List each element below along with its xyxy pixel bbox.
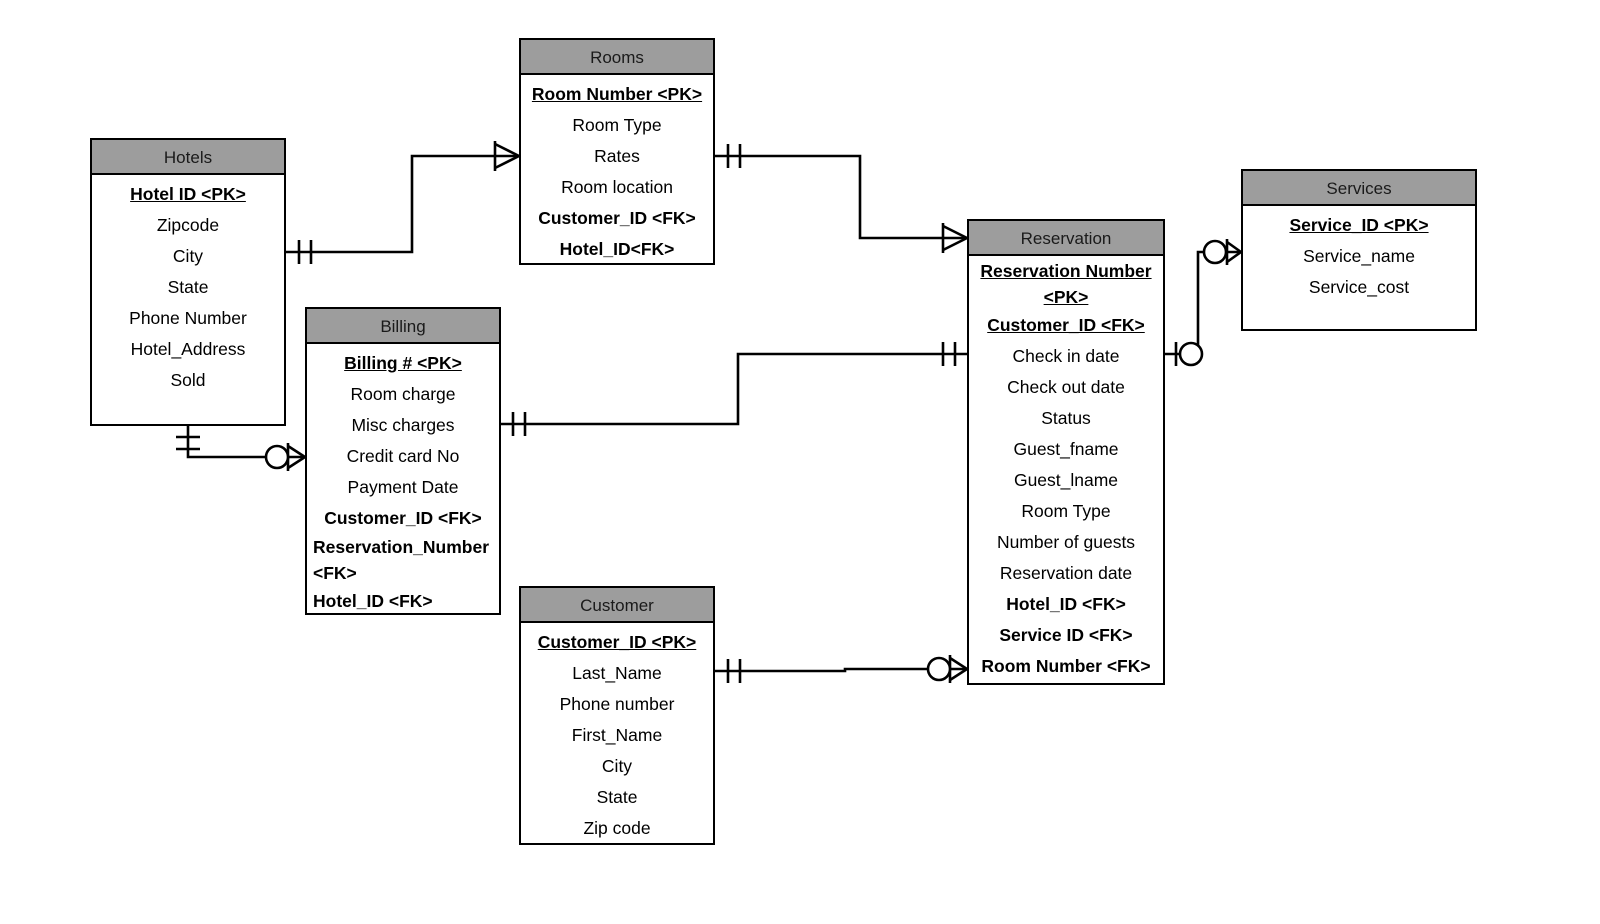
attribute-reservation-number: Reservation Number <PK> (980, 261, 1152, 307)
attribute-phone-number: Phone number (559, 694, 675, 714)
attribute-sold: Sold (170, 370, 206, 390)
relationship-billing-reservation (501, 342, 967, 436)
attribute-service-cost: Service_cost (1308, 277, 1410, 297)
attribute-city: City (172, 246, 204, 266)
entity-reservation[interactable]: Reservation Reservation Number <PK> Cust… (967, 219, 1165, 685)
attribute-customer-id-fk: Customer_ID <FK> (538, 208, 696, 228)
attribute-status: Status (1041, 408, 1091, 428)
attribute-customer-id-fk: Customer_ID <FK> (987, 315, 1145, 335)
attribute-room-type: Room Type (572, 115, 662, 135)
attribute-customer-id: Customer_ID <PK> (537, 632, 697, 652)
attribute-hotel-id-fk: Hotel_ID <FK> (1006, 594, 1126, 614)
entity-title-billing: Billing (307, 309, 499, 344)
attribute-list-customer: Customer_ID <PK> Last_Name Phone number … (521, 623, 713, 848)
attribute-guest-lname: Guest_lname (1013, 470, 1119, 490)
attribute-zipcode: Zipcode (156, 215, 220, 235)
attribute-state: State (596, 787, 638, 807)
attribute-reservation-number-fk: Reservation_Number <FK> (313, 537, 490, 583)
attribute-service-id-fk: Service ID <FK> (999, 625, 1133, 645)
attribute-room-type: Room Type (1021, 501, 1111, 521)
attribute-list-billing: Billing # <PK> Room charge Misc charges … (307, 344, 499, 621)
attribute-service-id: Service_ID <PK> (1289, 215, 1429, 235)
entity-services[interactable]: Services Service_ID <PK> Service_name Se… (1241, 169, 1477, 331)
attribute-check-out-date: Check out date (1007, 377, 1125, 397)
attribute-payment-date: Payment Date (347, 477, 459, 497)
attribute-zip-code: Zip code (583, 818, 651, 838)
attribute-billing-number: Billing # <PK> (344, 353, 462, 373)
attribute-state: State (167, 277, 209, 297)
attribute-number-of-guests: Number of guests (996, 532, 1136, 552)
relationship-rooms-reservation (715, 144, 968, 253)
attribute-hotel-id-fk: Hotel_ID <FK> (313, 591, 433, 611)
attribute-hotel-id-fk: Hotel_ID<FK> (559, 239, 675, 259)
entity-rooms[interactable]: Rooms Room Number <PK> Room Type Rates R… (519, 38, 715, 265)
attribute-last-name: Last_Name (572, 663, 662, 683)
attribute-city: City (601, 756, 633, 776)
attribute-hotel-id: Hotel ID <PK> (130, 184, 246, 204)
attribute-room-number: Room Number <PK> (531, 84, 703, 104)
entity-customer[interactable]: Customer Customer_ID <PK> Last_Name Phon… (519, 586, 715, 845)
attribute-rates: Rates (594, 146, 640, 166)
attribute-list-reservation: Reservation Number <PK> Customer_ID <FK>… (969, 256, 1163, 686)
attribute-misc-charges: Misc charges (351, 415, 455, 435)
entity-title-hotels: Hotels (92, 140, 284, 175)
attribute-credit-card-no: Credit card No (346, 446, 460, 466)
attribute-list-rooms: Room Number <PK> Room Type Rates Room lo… (521, 75, 713, 269)
attribute-room-location: Room location (561, 177, 673, 197)
attribute-list-hotels: Hotel ID <PK> Zipcode City State Phone N… (92, 175, 284, 400)
attribute-list-services: Service_ID <PK> Service_name Service_cos… (1243, 206, 1475, 307)
attribute-first-name: First_Name (571, 725, 663, 745)
entity-title-customer: Customer (521, 588, 713, 623)
entity-title-services: Services (1243, 171, 1475, 206)
attribute-customer-id-fk: Customer_ID <FK> (324, 508, 482, 528)
attribute-room-charge: Room charge (350, 384, 456, 404)
attribute-reservation-date: Reservation date (999, 563, 1133, 583)
attribute-hotel-address: Hotel_Address (130, 339, 246, 359)
relationship-hotels-rooms (286, 141, 520, 264)
attribute-service-name: Service_name (1303, 246, 1415, 266)
relationship-customer-reservation (715, 655, 968, 683)
entity-title-reservation: Reservation (969, 221, 1163, 256)
entity-billing[interactable]: Billing Billing # <PK> Room charge Misc … (305, 307, 501, 615)
entity-hotels[interactable]: Hotels Hotel ID <PK> Zipcode City State … (90, 138, 286, 426)
attribute-guest-fname: Guest_fname (1013, 439, 1119, 459)
relationship-reservation-services (1165, 239, 1242, 367)
relationship-hotels-billing (176, 426, 306, 471)
attribute-room-number-fk: Room Number <FK> (981, 656, 1151, 676)
entity-title-rooms: Rooms (521, 40, 713, 75)
attribute-check-in-date: Check in date (1012, 346, 1120, 366)
attribute-phone-number: Phone Number (129, 308, 247, 328)
